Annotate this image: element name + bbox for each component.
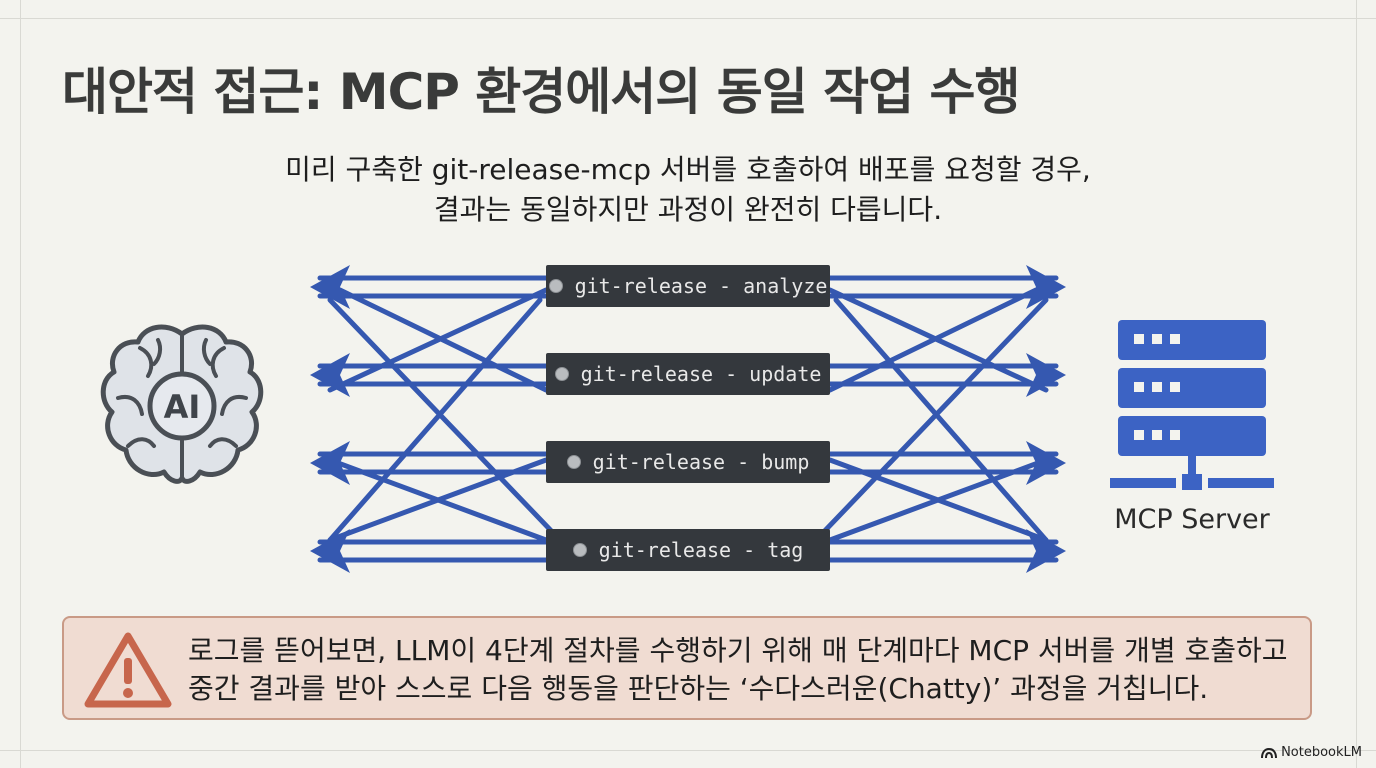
tool-box-bump: git-release - bump <box>546 441 830 483</box>
watermark-text: NotebookLM <box>1281 745 1362 760</box>
watermark: NotebookLM <box>1261 745 1362 760</box>
arrowhead-left-4 <box>310 529 350 573</box>
frame-line-bottom <box>0 750 1376 751</box>
page-title: 대안적 접근: MCP 환경에서의 동일 작업 수행 <box>62 63 1021 121</box>
arrow-cross-right-6 <box>827 457 1049 543</box>
arrowhead-left-3 <box>310 441 350 485</box>
status-dot-icon <box>572 543 587 557</box>
arrowhead-right-4 <box>1026 529 1066 573</box>
subtitle: 미리 구축한 git-release-mcp 서버를 호출하여 배포를 요청할 … <box>188 150 1188 230</box>
arrow-cross-right-1 <box>813 297 1049 543</box>
tool-box-tag: git-release - tag <box>546 529 830 571</box>
arrowhead-left-2 <box>310 353 350 397</box>
subtitle-line-2: 결과는 동일하지만 과정이 완전히 다릅니다. <box>433 193 943 226</box>
subtitle-line-1: 미리 구축한 git-release-mcp 서버를 호출하여 배포를 요청할 … <box>285 153 1091 186</box>
frame-line-left <box>20 0 21 768</box>
note-line-2: 중간 결과를 받아 스스로 다음 행동을 판단하는 ‘수다스러운(Chatty)… <box>188 672 1209 705</box>
arrowhead-left-1 <box>310 265 350 309</box>
arrow-cross-left-6 <box>327 457 549 543</box>
tool-label: git-release - analyze <box>574 274 828 298</box>
tool-box-analyze: git-release - analyze <box>546 265 830 307</box>
tool-label: git-release - update <box>580 362 822 386</box>
frame-line-right <box>1356 0 1357 768</box>
frame-line-top <box>0 18 1376 19</box>
arrowhead-right-3 <box>1026 441 1066 485</box>
arrow-cross-right-2 <box>833 297 1049 543</box>
arrow-cross-right-4 <box>827 287 1049 393</box>
tool-label: git-release - bump <box>592 450 810 474</box>
arrow-cross-left-4 <box>327 287 549 393</box>
brain-label: AI <box>164 388 201 426</box>
status-dot-icon <box>566 455 581 469</box>
note-line-1: 로그를 뜯어보면, LLM이 4단계 절차를 수행하기 위해 매 단계마다 MC… <box>188 634 1288 667</box>
server-icon <box>1110 320 1274 490</box>
status-dot-icon <box>548 279 563 293</box>
status-dot-icon <box>554 367 569 381</box>
warning-icon <box>84 632 172 708</box>
note-text: 로그를 뜯어보면, LLM이 4단계 절차를 수행하기 위해 매 단계마다 MC… <box>188 632 1308 708</box>
notebooklm-logo-icon <box>1261 747 1278 758</box>
arrow-cross-left-2 <box>327 297 543 543</box>
arrowhead-right-1 <box>1026 265 1066 309</box>
tool-label: git-release - tag <box>598 538 804 562</box>
tool-box-update: git-release - update <box>546 353 830 395</box>
arrow-cross-left-1 <box>327 297 563 543</box>
arrowhead-right-2 <box>1026 353 1066 397</box>
warning-note: 로그를 뜯어보면, LLM이 4단계 절차를 수행하기 위해 매 단계마다 MC… <box>62 616 1312 720</box>
server-label: MCP Server <box>1114 504 1270 535</box>
brain-icon: AI <box>100 324 264 484</box>
